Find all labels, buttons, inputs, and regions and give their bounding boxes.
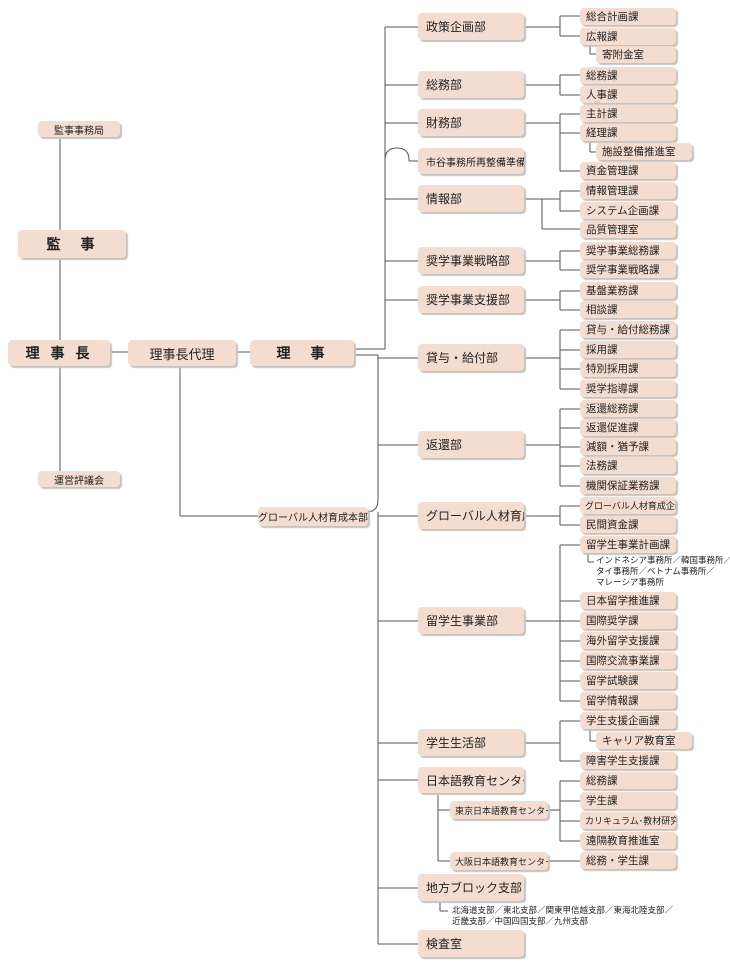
sec-private-funds: 民間資金課 xyxy=(580,516,676,533)
sec-scholarship-general: 奨学事業総務課 xyxy=(580,242,676,259)
regional-branches-note: 北海道支部／東北支部／関東甲信越支部／東海北陸支部／ 近畿支部／中国四国支部／九… xyxy=(452,906,673,928)
sec-personnel: 人事課 xyxy=(580,86,676,103)
tokyo-japanese-center: 東京日本語教育センター xyxy=(450,801,548,819)
sec-repayment-general: 返還総務課 xyxy=(580,400,676,417)
sec-legal: 法務課 xyxy=(580,457,676,474)
sec-info-management: 情報管理課 xyxy=(580,182,676,199)
ichigaya-office: 市谷事務所再整備準備室 xyxy=(418,148,524,174)
overseas-note-line-1: インドネシア事務所／韓国事務所／ xyxy=(596,556,730,566)
sec-general-affairs: 総務課 xyxy=(580,67,676,84)
dept-scholarship-support: 奨学事業支援部 xyxy=(418,286,524,313)
overseas-note-line-2: タイ事務所／ベトナム事務所／ xyxy=(596,567,715,577)
sec-study-exam: 留学試験課 xyxy=(580,672,676,689)
sec-repayment-promotion: 返還促進課 xyxy=(580,419,676,436)
director-box: 理 事 xyxy=(250,340,354,366)
sec-donation-office: 寄附金室 xyxy=(596,46,676,63)
sec-scholarship-guidance: 奨学指導課 xyxy=(580,380,676,397)
dept-intl-students: 留学生事業部 xyxy=(418,607,524,634)
sec-intl-exchange: 国際交流事業課 xyxy=(580,652,676,669)
sec-study-in-japan: 日本留学推進課 xyxy=(580,592,676,609)
branches-note-line-1: 北海道支部／東北支部／関東甲信越支部／東海北陸支部／ xyxy=(452,906,674,916)
sec-global-planning: グローバル人材育成企画課 xyxy=(580,497,676,514)
sec-adoption: 採用課 xyxy=(580,341,676,358)
global-hq-box: グローバル人材育成本部 xyxy=(258,507,368,526)
sec-student-affairs: 学生課 xyxy=(580,792,676,809)
sec-general-planning: 総合計画課 xyxy=(580,8,676,25)
sec-system-planning: システム企画課 xyxy=(580,202,676,219)
auditor-box: 監 事 xyxy=(18,230,126,258)
dept-general-affairs: 総務部 xyxy=(418,71,524,98)
osaka-japanese-center: 大阪日本語教育センター xyxy=(450,852,548,870)
sec-intl-scholarship: 国際奨学課 xyxy=(580,612,676,629)
sec-student-support-planning: 学生支援企画課 xyxy=(580,712,676,729)
sec-intl-student-planning: 留学生事業計画課 xyxy=(580,536,676,553)
council-box: 運営評議会 xyxy=(38,471,120,487)
branches-note-line-2: 近畿支部／中国四国支部／九州支部 xyxy=(452,917,589,927)
dept-global-talent: グローバル人材育成部 xyxy=(418,502,524,529)
dept-information: 情報部 xyxy=(418,185,524,212)
dept-finance: 財務部 xyxy=(418,109,524,136)
sec-accounting: 主計課 xyxy=(580,105,676,122)
sec-tokyo-general-affairs: 総務課 xyxy=(580,772,676,789)
president-box: 理 事 長 xyxy=(8,340,110,366)
audit-office-box: 監事事務局 xyxy=(38,121,120,137)
sec-facility-office: 施設整備推進室 xyxy=(596,143,692,160)
sec-career-education: キャリア教育室 xyxy=(596,732,692,749)
dept-repayment: 返還部 xyxy=(418,431,524,458)
dept-policy-planning: 政策企画部 xyxy=(418,13,524,40)
sec-reduction-deferment: 減額・猶予課 xyxy=(580,438,676,455)
sec-remote-education: 遠隔教育推進室 xyxy=(580,832,676,849)
sec-study-abroad-support: 海外留学支援課 xyxy=(580,632,676,649)
sec-loan-general: 貸与・給付総務課 xyxy=(580,321,676,338)
sec-funds-management: 資金管理課 xyxy=(580,162,676,179)
dept-regional-branches: 地方ブロック支部 xyxy=(418,874,524,901)
sec-base-operations: 基盤業務課 xyxy=(580,282,676,299)
overseas-note-line-3: マレーシア事務所 xyxy=(596,578,664,588)
sec-disabled-student-support: 障害学生支援課 xyxy=(580,752,676,769)
sec-osaka-general-student: 総務・学生課 xyxy=(580,852,676,869)
sec-expenditure: 経理課 xyxy=(580,124,676,141)
sec-scholarship-strategy: 奨学事業戦略課 xyxy=(580,261,676,278)
sec-institutional-guarantee: 機関保証業務課 xyxy=(580,477,676,494)
sec-study-information: 留学情報課 xyxy=(580,692,676,709)
sec-quality-control: 品質管理室 xyxy=(580,221,676,238)
sec-public-relations: 広報課 xyxy=(580,28,676,45)
dept-loan-grant: 貸与・給付部 xyxy=(418,344,524,371)
dept-scholarship-strategy: 奨学事業戦略部 xyxy=(418,247,524,274)
deputy-president-box: 理事長代理 xyxy=(128,340,236,366)
sec-consultation: 相談課 xyxy=(580,301,676,318)
dept-japanese-education-center: 日本語教育センター xyxy=(418,767,524,793)
dept-inspection: 検査室 xyxy=(418,930,524,957)
overseas-offices-note: インドネシア事務所／韓国事務所／ タイ事務所／ベトナム事務所／ マレーシア事務所 xyxy=(596,556,730,589)
sec-special-adoption: 特別採用課 xyxy=(580,360,676,377)
sec-curriculum-development: カリキュラム･教材研究開発室 xyxy=(580,812,676,829)
dept-student-life: 学生生活部 xyxy=(418,729,524,756)
